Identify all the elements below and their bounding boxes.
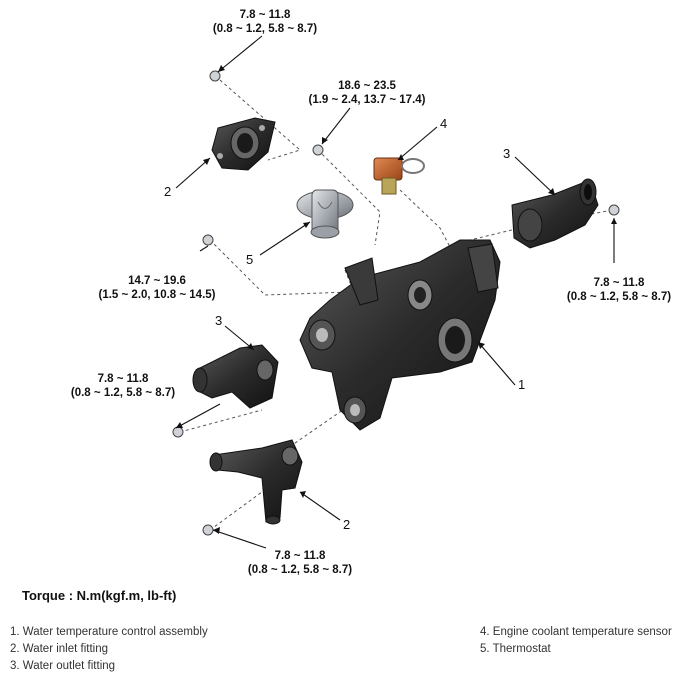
torque-value: 14.7 ~ 19.6 (128, 275, 186, 287)
legend-item: 5. Thermostat (480, 643, 551, 655)
torque-label-thermostat-bolt: 14.7 ~ 19.6 (1.5 ~ 2.0, 10.8 ~ 14.5) (93, 274, 221, 302)
legend-item: 2. Water inlet fitting (10, 643, 109, 655)
torque-value: 7.8 ~ 11.8 (97, 373, 149, 385)
lower-water-inlet-fitting (209, 439, 303, 525)
torque-value: 7.8 ~ 11.8 (593, 277, 645, 289)
upper-water-inlet-fitting (211, 117, 276, 171)
bolt-icon (202, 524, 214, 536)
torque-value-alt-units: (1.5 ~ 2.0, 10.8 ~ 14.5) (98, 289, 216, 301)
part-number-thermostat: 5 (246, 252, 254, 267)
part-number-sensor: 4 (440, 116, 448, 131)
torque-value: 7.8 ~ 11.8 (239, 9, 291, 21)
bolt-icons (172, 70, 620, 536)
torque-units-note: Torque : N.m(kgf.m, lb-ft) (22, 588, 177, 603)
bolt-icon (202, 234, 214, 246)
water-temperature-control-assembly (299, 239, 501, 431)
thermostat (296, 189, 354, 239)
bolt-icon (209, 70, 221, 82)
torque-label-sensor-bolt: 18.6 ~ 23.5 (1.9 ~ 2.4, 13.7 ~ 17.4) (303, 79, 431, 107)
torque-label-right-outlet: 7.8 ~ 11.8 (0.8 ~ 1.2, 5.8 ~ 8.7) (564, 276, 674, 304)
legend-item: 4. Engine coolant temperature sensor (480, 626, 672, 638)
arrowheads (176, 65, 617, 534)
torque-label-top: 7.8 ~ 11.8 (0.8 ~ 1.2, 5.8 ~ 8.7) (210, 8, 320, 36)
leader-lines (175, 35, 615, 549)
bolt-icon (172, 426, 184, 438)
torque-value-alt-units: (0.8 ~ 1.2, 5.8 ~ 8.7) (247, 564, 353, 576)
torque-value-alt-units: (0.8 ~ 1.2, 5.8 ~ 8.7) (70, 387, 176, 399)
part-number-assembly: 1 (518, 377, 526, 392)
torque-value-alt-units: (0.8 ~ 1.2, 5.8 ~ 8.7) (566, 291, 672, 303)
bolt-icon (312, 144, 324, 156)
legend-item: 3. Water outlet fitting (10, 660, 116, 672)
left-water-outlet-fitting (192, 344, 279, 409)
coolant-temperature-sensor (373, 157, 425, 195)
part-number-lower-inlet: 2 (343, 517, 351, 532)
bolt-icon (608, 204, 620, 216)
torque-label-left-outlet: 7.8 ~ 11.8 (0.8 ~ 1.2, 5.8 ~ 8.7) (68, 372, 178, 400)
torque-label-lower-inlet: 7.8 ~ 11.8 (0.8 ~ 1.2, 5.8 ~ 8.7) (245, 549, 355, 577)
torque-value-alt-units: (0.8 ~ 1.2, 5.8 ~ 8.7) (212, 23, 318, 35)
part-number-upper-inlet: 2 (164, 184, 172, 199)
exploded-diagram (172, 35, 620, 549)
torque-value: 7.8 ~ 11.8 (274, 550, 326, 562)
legend-item: 1. Water temperature control assembly (10, 626, 208, 638)
torque-value-alt-units: (1.9 ~ 2.4, 13.7 ~ 17.4) (308, 94, 426, 106)
part-number-right-outlet: 3 (503, 146, 511, 161)
torque-value: 18.6 ~ 23.5 (338, 80, 396, 92)
part-number-left-outlet: 3 (215, 313, 223, 328)
right-water-outlet-fitting (511, 178, 599, 249)
